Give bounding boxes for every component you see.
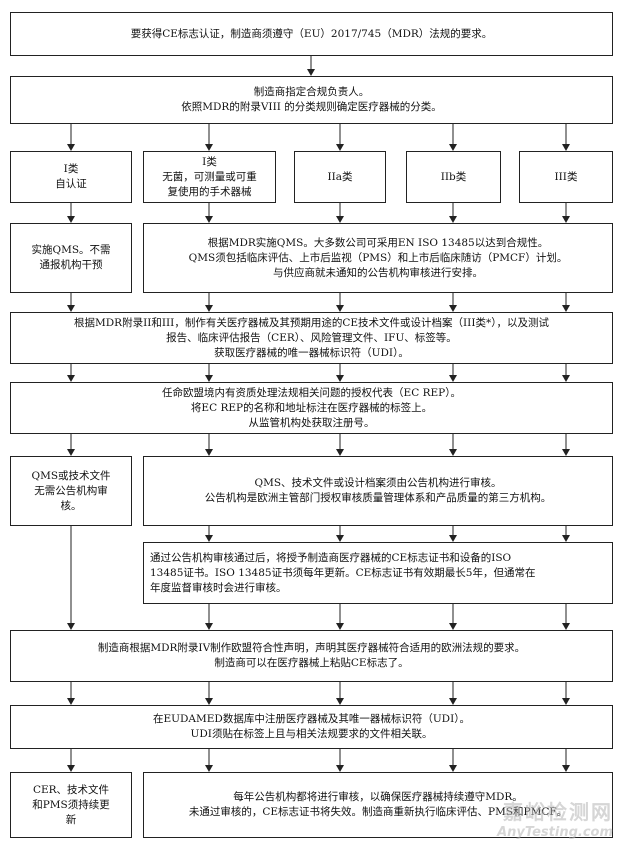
- eudamed-text: 在EUDAMED数据库中注册医疗器械及其唯一器械标识符（UDI）。 UDI须贴在标…: [153, 712, 470, 742]
- text-line: 实施QMS。不需: [31, 244, 111, 256]
- eudamed-box: 在EUDAMED数据库中注册医疗器械及其唯一器械标识符（UDI）。 UDI须贴在标…: [10, 705, 613, 749]
- text-line: 报告、临床评估报告（CER）、风险管理文件、IFU、标签等。: [166, 331, 457, 344]
- text-line: QMS须包括临床评估、上市后监视（PMS）和上市后临床随访（PMCF）计划。: [188, 251, 568, 264]
- class-i-special-text: I类无菌，可测量或可重复使用的手术器械: [162, 155, 257, 200]
- text-line: III类: [554, 170, 578, 183]
- technical-file-text: 根据MDR附录II和III，制作有关医疗器械及其预期用途的CE技术文件或设计档案…: [74, 316, 549, 361]
- class-i-special-box: I类无菌，可测量或可重复使用的手术器械: [143, 151, 276, 203]
- text-line: I类: [202, 155, 217, 168]
- text-line: I类: [63, 163, 79, 175]
- text-line: 根据MDR附录II和III，制作有关医疗器械及其预期用途的CE技术文件或设计档案…: [74, 316, 549, 329]
- class-iib-text: IIb类: [441, 170, 467, 185]
- declaration-box: 制造商根据MDR附录IV制作欧盟符合性声明，声明其医疗器械符合适用的欧洲法规的要…: [10, 630, 613, 682]
- no-nb-review-text: QMS或技术文件无需公告机构审核。: [31, 469, 110, 514]
- text-line: 无菌，可测量或可重: [162, 170, 257, 183]
- text-line: 制造商根据MDR附录IV制作欧盟符合性声明，声明其医疗器械符合适用的欧洲法规的要…: [97, 642, 526, 654]
- class-iii-text: III类: [555, 170, 578, 185]
- text-line: 无需公告机构审: [34, 484, 108, 497]
- qms-mdr-text: 根据MDR实施QMS。大多数公司可采用EN ISO 13485以达到合规性。 QM…: [189, 236, 568, 281]
- text-line: 任命欧盟境内有资质处理法规相关问题的授权代表（EC REP）。: [162, 386, 461, 399]
- text-line: 每年公告机构都将进行审核，以确保医疗器械持续遵守MDR。: [233, 791, 523, 803]
- text-line: 13485证书。ISO 13485证书须每年更新。CE标志证书有效期最长5年，但…: [150, 566, 536, 579]
- text-line: 和PMS须持续更: [32, 798, 110, 811]
- no-nb-review-box: QMS或技术文件无需公告机构审核。: [10, 456, 132, 526]
- certificate-text: 通过公告机构审核通过后，将授予制造商医疗器械的CE标志证书和设备的ISO 1348…: [150, 551, 535, 596]
- nb-review-box: QMS、技术文件或设计档案须由公告机构进行审核。公告机构是欧洲主管部门授权审核质…: [143, 456, 613, 526]
- text-line: 从监管机构处获取注册号。: [248, 416, 375, 429]
- text-line: UDI须贴在标签上且与相关法规要求的文件相关联。: [190, 728, 433, 740]
- text-line: 通报机构干预: [39, 259, 103, 271]
- qms-mdr-box: 根据MDR实施QMS。大多数公司可采用EN ISO 13485以达到合规性。 QM…: [143, 223, 613, 293]
- qms-no-nb-text: 实施QMS。不需通报机构干预: [31, 243, 110, 273]
- class-iia-text: IIa类: [327, 170, 352, 185]
- text-line: 通过公告机构审核通过后，将授予制造商医疗器械的CE标志证书和设备的ISO: [150, 551, 512, 564]
- text-line: 获取医疗器械的唯一器械标识符（UDI）。: [214, 346, 409, 359]
- class-i-self-box: I类自认证: [10, 151, 132, 203]
- declaration-text: 制造商根据MDR附录IV制作欧盟符合性声明，声明其医疗器械符合适用的欧洲法规的要…: [98, 641, 525, 671]
- annual-audit-box: 每年公告机构都将进行审核，以确保医疗器械持续遵守MDR。未通过审核的，CE标志证…: [143, 772, 613, 838]
- qms-no-nb-box: 实施QMS。不需通报机构干预: [10, 223, 132, 293]
- text-line: 复使用的手术器械: [167, 185, 252, 198]
- nb-review-text: QMS、技术文件或设计档案须由公告机构进行审核。公告机构是欧洲主管部门授权审核质…: [205, 476, 552, 506]
- ec-rep-box: 任命欧盟境内有资质处理法规相关问题的授权代表（EC REP）。将EC REP的名…: [10, 382, 613, 434]
- text-line: 根据MDR实施QMS。大多数公司可采用EN ISO 13485以达到合规性。: [207, 236, 549, 249]
- maintain-text: CER、技术文件和PMS须持续更新: [32, 783, 110, 828]
- assign-compliance-box: 制造商指定合规负责人。依照MDR的附录VIII 的分类规则确定医疗器械的分类。: [10, 76, 613, 124]
- text-line: IIb类: [440, 170, 467, 183]
- class-iib-box: IIb类: [406, 151, 501, 203]
- class-iii-box: III类: [519, 151, 613, 203]
- annual-audit-text: 每年公告机构都将进行审核，以确保医疗器械持续遵守MDR。未通过审核的，CE标志证…: [189, 790, 567, 820]
- text-line: 要获得CE标志认证，制造商须遵守（EU）2017/745（MDR）法规的要求。: [130, 27, 493, 40]
- text-line: 核。: [60, 499, 82, 512]
- text-line: QMS、技术文件或设计档案须由公告机构进行审核。: [254, 477, 502, 489]
- text-line: 公告机构是欧洲主管部门授权审核质量管理体系和产品质量的第三方机构。: [204, 492, 552, 504]
- assign-compliance-text: 制造商指定合规负责人。依照MDR的附录VIII 的分类规则确定医疗器械的分类。: [181, 85, 441, 115]
- text-line: 制造商可以在医疗器械上粘贴CE标志了。: [214, 657, 409, 669]
- mdr-requirement-box: 要获得CE标志认证，制造商须遵守（EU）2017/745（MDR）法规的要求。: [10, 12, 613, 56]
- text-line: 将EC REP的名称和地址标注在医疗器械的标签上。: [190, 401, 433, 414]
- text-line: 与供应商就未通知的公告机构审核进行安排。: [272, 266, 483, 279]
- text-line: 制造商指定合规负责人。: [253, 86, 370, 98]
- certificate-box: 通过公告机构审核通过后，将授予制造商医疗器械的CE标志证书和设备的ISO 1348…: [143, 542, 613, 604]
- text-line: 依照MDR的附录VIII 的分类规则确定医疗器械的分类。: [181, 101, 442, 113]
- text-line: 未通过审核的，CE标志证书将失效。制造商重新执行临床评估、PMS和PMCF。: [188, 806, 568, 818]
- text-line: IIa类: [327, 170, 353, 183]
- text-line: 自认证: [55, 178, 87, 190]
- ec-rep-text: 任命欧盟境内有资质处理法规相关问题的授权代表（EC REP）。将EC REP的名…: [162, 386, 461, 431]
- class-iia-box: IIa类: [294, 151, 386, 203]
- mdr-requirement-text: 要获得CE标志认证，制造商须遵守（EU）2017/745（MDR）法规的要求。: [131, 27, 493, 42]
- text-line: CER、技术文件: [32, 783, 110, 796]
- text-line: 新: [65, 813, 77, 826]
- text-line: QMS或技术文件: [31, 469, 111, 482]
- text-line: 年度监督审核时会进行审核。: [150, 581, 287, 594]
- maintain-box: CER、技术文件和PMS须持续更新: [10, 772, 132, 838]
- technical-file-box: 根据MDR附录II和III，制作有关医疗器械及其预期用途的CE技术文件或设计档案…: [10, 312, 613, 364]
- class-i-self-text: I类自认证: [55, 162, 87, 192]
- text-line: 在EUDAMED数据库中注册医疗器械及其唯一器械标识符（UDI）。: [152, 713, 470, 725]
